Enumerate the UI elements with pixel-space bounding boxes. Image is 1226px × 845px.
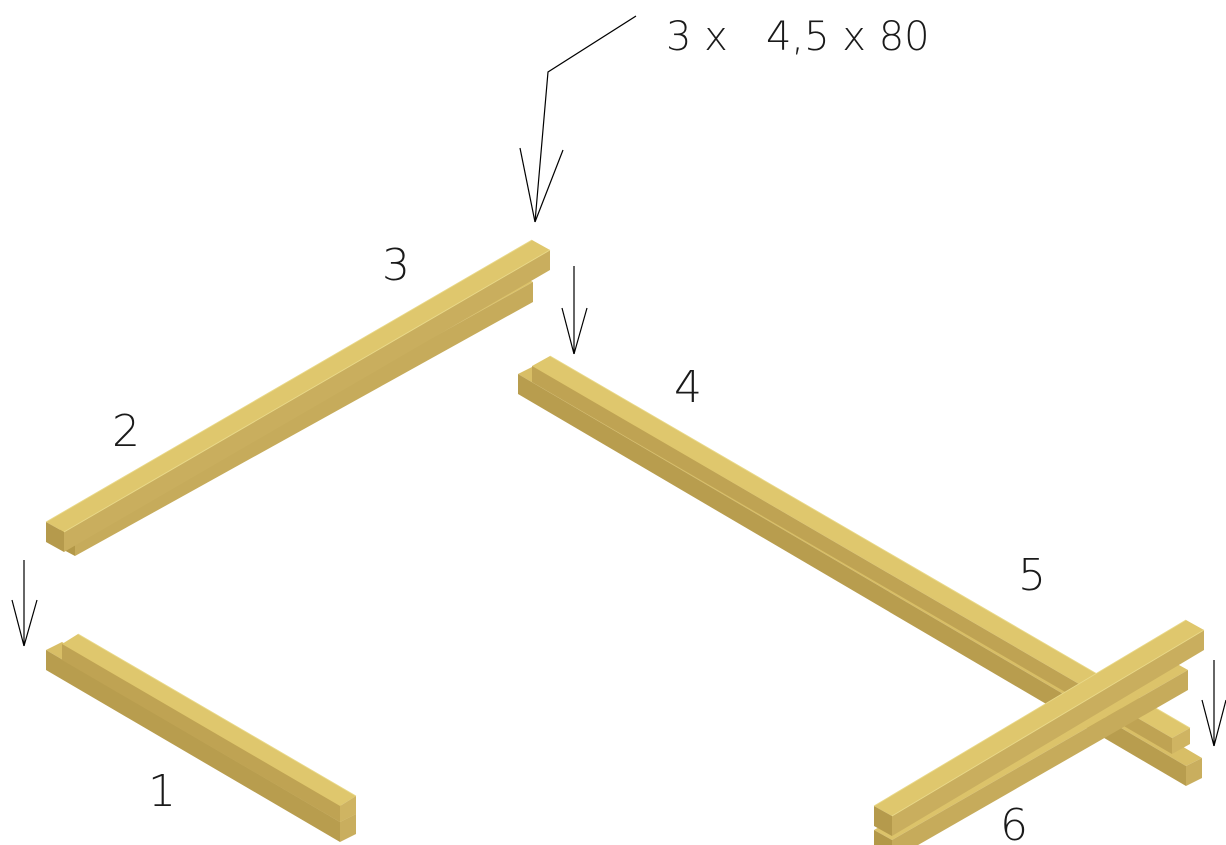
- beam-side-face: [64, 250, 550, 552]
- beam-end-face: [1172, 728, 1190, 754]
- beam-top-face: [532, 356, 1190, 738]
- beam-end-face: [1186, 758, 1202, 786]
- beam-end-face: [340, 796, 356, 822]
- beam-side-face: [75, 282, 533, 556]
- beam-side-face: [532, 366, 1172, 754]
- part-label-2: 2: [112, 406, 140, 457]
- spec-leader: [519, 15, 637, 223]
- beam-side-face: [46, 650, 340, 842]
- beam-side-face: [62, 644, 340, 822]
- beam-side-face: [518, 374, 1186, 786]
- part-label-4: 4: [674, 362, 702, 413]
- beam-side-face: [892, 670, 1188, 845]
- beam-pair-1: [46, 633, 357, 842]
- beam-end-face: [46, 522, 64, 552]
- beam-side-face: [892, 630, 1204, 836]
- beam-pair-6: [873, 619, 1205, 845]
- part-label-5: 5: [1018, 550, 1046, 601]
- part-label-3: 3: [382, 240, 410, 291]
- spec-label: 3 x 4,5 x 80: [666, 14, 930, 60]
- beam-end-face: [874, 830, 892, 845]
- placement-arrow-1: [11, 560, 38, 647]
- beam-top-face: [874, 620, 1204, 816]
- beam-end-face: [874, 806, 892, 836]
- placement-arrow-4: [561, 266, 588, 355]
- beam-top-face: [62, 634, 356, 806]
- placement-arrow-6: [1201, 660, 1226, 747]
- beam-pair-4-5: [518, 355, 1202, 786]
- beam-top-face: [46, 240, 550, 532]
- beam-end-face: [340, 814, 356, 842]
- part-label-1: 1: [148, 766, 176, 817]
- beam-upper-2-3: [45, 239, 551, 552]
- beam-upper-6: [873, 619, 1205, 836]
- beam-upper-1: [62, 633, 357, 822]
- part-label-6: 6: [1000, 800, 1028, 845]
- beam-pair-2-3: [45, 239, 551, 556]
- beam-upper-4-5: [532, 355, 1191, 754]
